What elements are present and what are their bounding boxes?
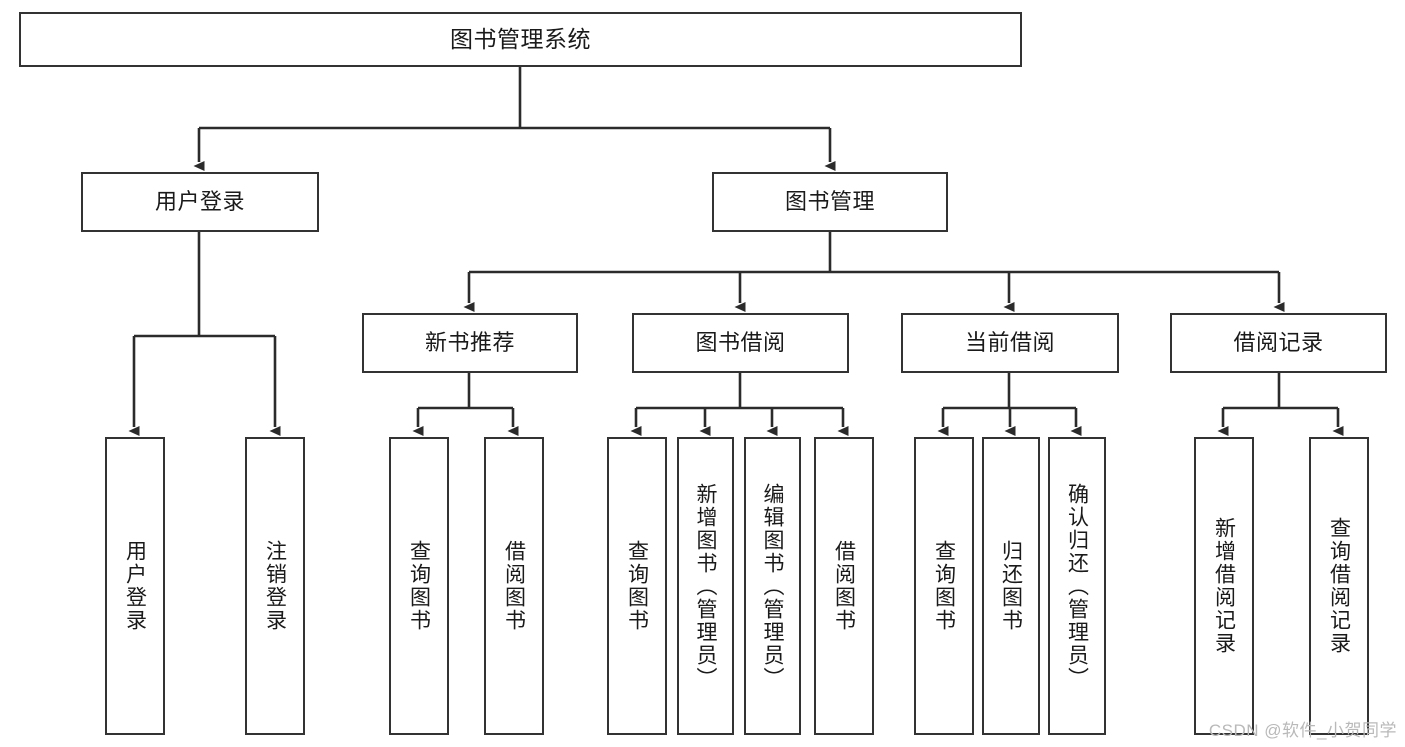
node-label: 用户登录 bbox=[123, 540, 147, 632]
node-current-borrow[interactable]: 当前借阅 bbox=[901, 313, 1119, 373]
leaf-user-login[interactable]: 用户登录 bbox=[105, 437, 165, 735]
node-label: 借阅图书 bbox=[502, 540, 526, 632]
node-label: 新书推荐 bbox=[424, 330, 515, 356]
watermark-text: CSDN @软件_小贺同学 bbox=[1208, 721, 1397, 740]
leaf-add-book-admin[interactable]: 新增图书（管理员） bbox=[677, 437, 734, 735]
node-label: 用户登录 bbox=[154, 189, 245, 215]
leaf-confirm-return-admin[interactable]: 确认归还（管理员） bbox=[1048, 437, 1106, 735]
node-book-borrow[interactable]: 图书借阅 bbox=[632, 313, 849, 373]
node-label: 查询图书 bbox=[625, 540, 649, 632]
node-label: 新增借阅记录 bbox=[1212, 517, 1236, 655]
node-label: 当前借阅 bbox=[964, 330, 1055, 356]
node-label: 借阅记录 bbox=[1233, 330, 1324, 356]
node-new-book-recommend[interactable]: 新书推荐 bbox=[362, 313, 578, 373]
leaf-borrow-book-new-recommend[interactable]: 借阅图书 bbox=[484, 437, 544, 735]
node-label: 编辑图书（管理员） bbox=[761, 482, 785, 690]
leaf-user-logout[interactable]: 注销登录 bbox=[245, 437, 305, 735]
leaf-query-book-borrow[interactable]: 查询图书 bbox=[607, 437, 667, 735]
leaf-add-borrow-record[interactable]: 新增借阅记录 bbox=[1194, 437, 1254, 735]
node-borrow-record[interactable]: 借阅记录 bbox=[1170, 313, 1387, 373]
node-root-book-management-system[interactable]: 图书管理系统 bbox=[19, 12, 1022, 67]
leaf-query-borrow-record[interactable]: 查询借阅记录 bbox=[1309, 437, 1369, 735]
node-label: 图书借阅 bbox=[695, 330, 786, 356]
leaf-return-book[interactable]: 归还图书 bbox=[982, 437, 1040, 735]
node-user-login[interactable]: 用户登录 bbox=[81, 172, 319, 232]
leaf-query-book-new-recommend[interactable]: 查询图书 bbox=[389, 437, 449, 735]
leaf-edit-book-admin[interactable]: 编辑图书（管理员） bbox=[744, 437, 801, 735]
node-book-management[interactable]: 图书管理 bbox=[712, 172, 948, 232]
node-label: 确认归还（管理员） bbox=[1065, 482, 1089, 690]
node-label: 注销登录 bbox=[263, 540, 287, 632]
node-label: 图书管理 bbox=[784, 189, 875, 215]
node-label: 图书管理系统 bbox=[450, 25, 591, 52]
leaf-borrow-book-borrow[interactable]: 借阅图书 bbox=[814, 437, 874, 735]
node-label: 查询借阅记录 bbox=[1327, 517, 1351, 655]
node-label: 查询图书 bbox=[407, 540, 431, 632]
node-label: 新增图书（管理员） bbox=[694, 482, 718, 690]
node-label: 归还图书 bbox=[999, 540, 1023, 632]
node-label: 借阅图书 bbox=[832, 540, 856, 632]
leaf-query-book-current[interactable]: 查询图书 bbox=[914, 437, 974, 735]
node-label: 查询图书 bbox=[932, 540, 956, 632]
